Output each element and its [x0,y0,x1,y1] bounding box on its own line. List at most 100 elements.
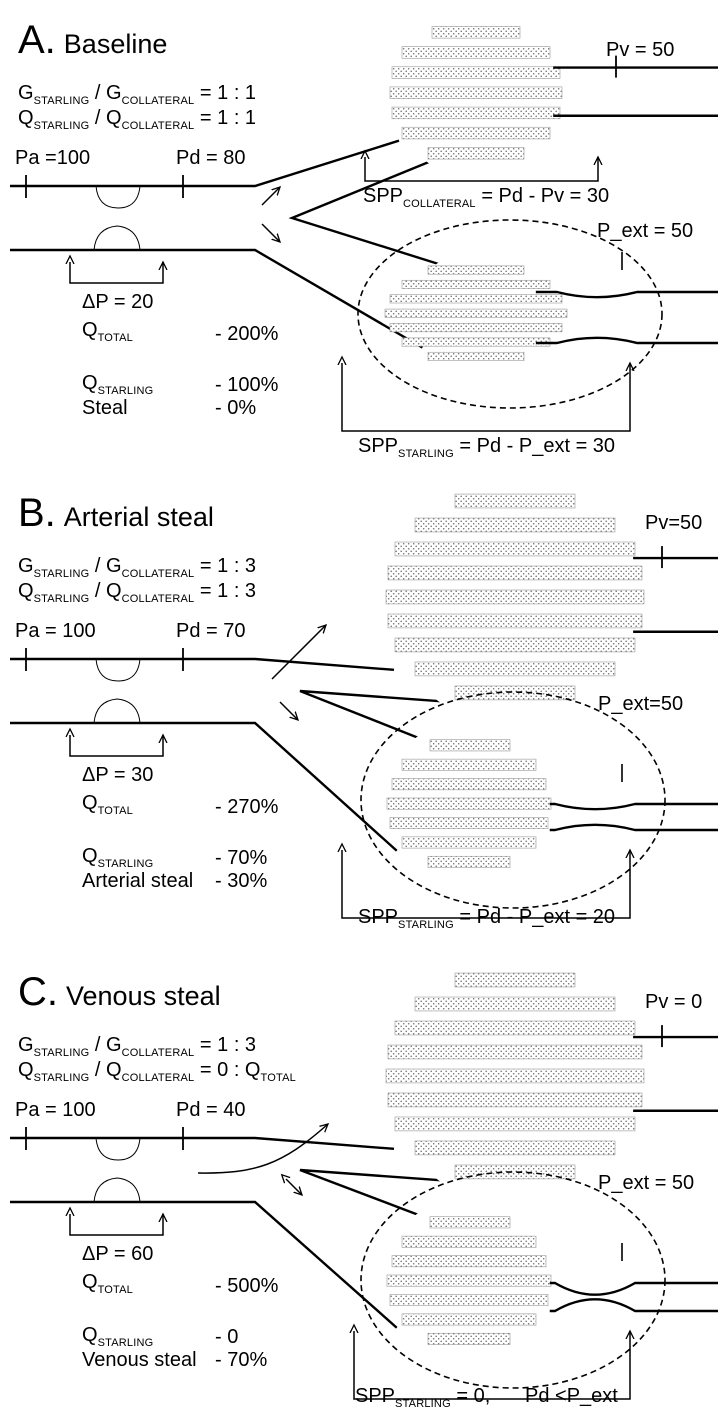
pd-label: Pd = 70 [176,620,246,642]
subscript: STARLING [33,593,90,605]
stenosis-plaque-bottom [93,698,141,724]
capillary-row [386,1274,552,1287]
subscript: STARLING [33,568,90,580]
flow-arrow-collateral [261,187,280,206]
panel-letter: C. [18,970,58,1014]
panel-b-drawing [10,473,718,919]
subscript: STARLING [398,448,454,460]
pv-label: Pv = 50 [606,39,675,61]
capillary-row [414,996,616,1012]
capillary-row [454,972,576,988]
starling-vein-upper [549,1281,718,1296]
delta-p-label: ΔP = 60 [82,1243,154,1265]
flow-arrow-bidirectional [286,1179,302,1195]
delta-p-bracket [70,1214,163,1236]
capillary-row [385,1068,645,1084]
pd-label: Pd = 40 [176,1099,246,1121]
starling-vein-upper [535,290,718,299]
panel-letter: A. [18,18,56,62]
spp-starling-label: SPPSTARLING = Pd - P_ext = 20 [358,906,616,931]
steal-label: Arterial steal [82,870,194,892]
pa-label: Pa = 100 [15,1099,96,1121]
capillary-row [454,1164,576,1180]
capillary-row [394,1116,636,1132]
stenosis-plaque-top [95,1137,141,1161]
spp-starling-bracket [354,1331,630,1400]
q-total-value: - 270% [215,796,279,818]
external-pressure-chamber [357,219,663,409]
steal-value: - 0% [215,397,257,419]
q-starling-value: - 100% [215,374,279,396]
subscript: STARLING [97,1337,154,1349]
subscript: COLLATERAL [121,95,195,107]
capillary-row [391,66,561,79]
steal-value: - 30% [215,870,268,892]
flow-arrow-collateral [197,1124,328,1174]
capillary-row [391,1255,547,1268]
capillary-row [427,147,525,160]
stenosis-plaque-top [95,658,141,682]
panel-letter: B. [18,491,56,535]
steal-label: Steal [82,397,128,419]
subscript: STARLING [33,1072,90,1084]
artery-lower-wall [10,1200,398,1329]
steal-value: - 70% [215,1349,268,1371]
capillary-row [385,589,645,605]
q-total-label: QTOTAL [82,319,133,344]
spp-condition-label: Pd <P_ext [525,1385,618,1407]
artery-upper-wall [10,1136,395,1151]
spp-collateral-label: SPPCOLLATERAL = Pd - Pv = 30 [363,185,610,210]
capillary-row [414,517,616,533]
starling-vein-upper [549,802,718,811]
capillary-row [427,265,525,275]
panel-name: Arterial steal [63,502,214,532]
subscript: TOTAL [97,1284,133,1296]
subscript: STARLING [33,95,90,107]
conductance-ratio: GSTARLING / GCOLLATERAL = 1 : 3 [18,555,257,580]
capillary-row [414,661,616,677]
q-total-label: QTOTAL [82,1271,133,1296]
subscript: COLLATERAL [121,120,195,132]
artery-upper-wall [10,657,395,672]
q-total-value: - 500% [215,1275,279,1297]
p-ext-label: P_ext=50 [598,693,684,715]
capillary-row [386,797,552,810]
starling-vein-lower [549,1298,718,1313]
capillary-row [401,46,551,59]
stenosis-plaque-top [95,185,141,209]
artery-upper-wall [10,139,400,188]
delta-p-bracket [70,262,163,284]
subscript: TOTAL [97,332,133,344]
capillary-row [431,26,521,39]
subscript: STARLING [33,1047,90,1059]
p-ext-label: P_ext = 50 [598,1172,695,1194]
stenosis-plaque-bottom [93,1177,141,1203]
capillary-row [384,308,568,318]
artery-lower-wall [10,721,398,852]
flow-arrow-starling [279,701,298,720]
capillary-row [401,1235,537,1248]
bifurcation-wedge [299,1168,446,1216]
bifurcation-wedge [299,689,446,739]
delta-p-label: ΔP = 20 [82,291,154,313]
capillary-row [389,323,563,333]
q-starling-label: QSTARLING [82,1324,154,1349]
panel-title: C. Venous steal [18,972,221,1012]
subscript: COLLATERAL [121,1047,195,1059]
capillary-row [427,855,511,868]
external-pressure-chamber [360,1171,666,1389]
panel-name: Venous steal [66,981,221,1011]
delta-p-label: ΔP = 30 [82,764,154,786]
delta-p-bracket [70,735,163,757]
subscript: STARLING [97,385,154,397]
capillary-row [389,294,563,304]
capillary-row [454,685,576,701]
stenosis-plaque-bottom [93,225,141,251]
subscript: COLLATERAL [121,568,195,580]
subscript: COLLATERAL [121,1072,195,1084]
flow-ratio: QSTARLING / QCOLLATERAL = 1 : 3 [18,580,257,605]
capillary-row [391,778,547,791]
capillary-row [401,126,551,140]
panel-name: Baseline [63,29,168,59]
panel-title: A.Baseline [18,20,167,60]
